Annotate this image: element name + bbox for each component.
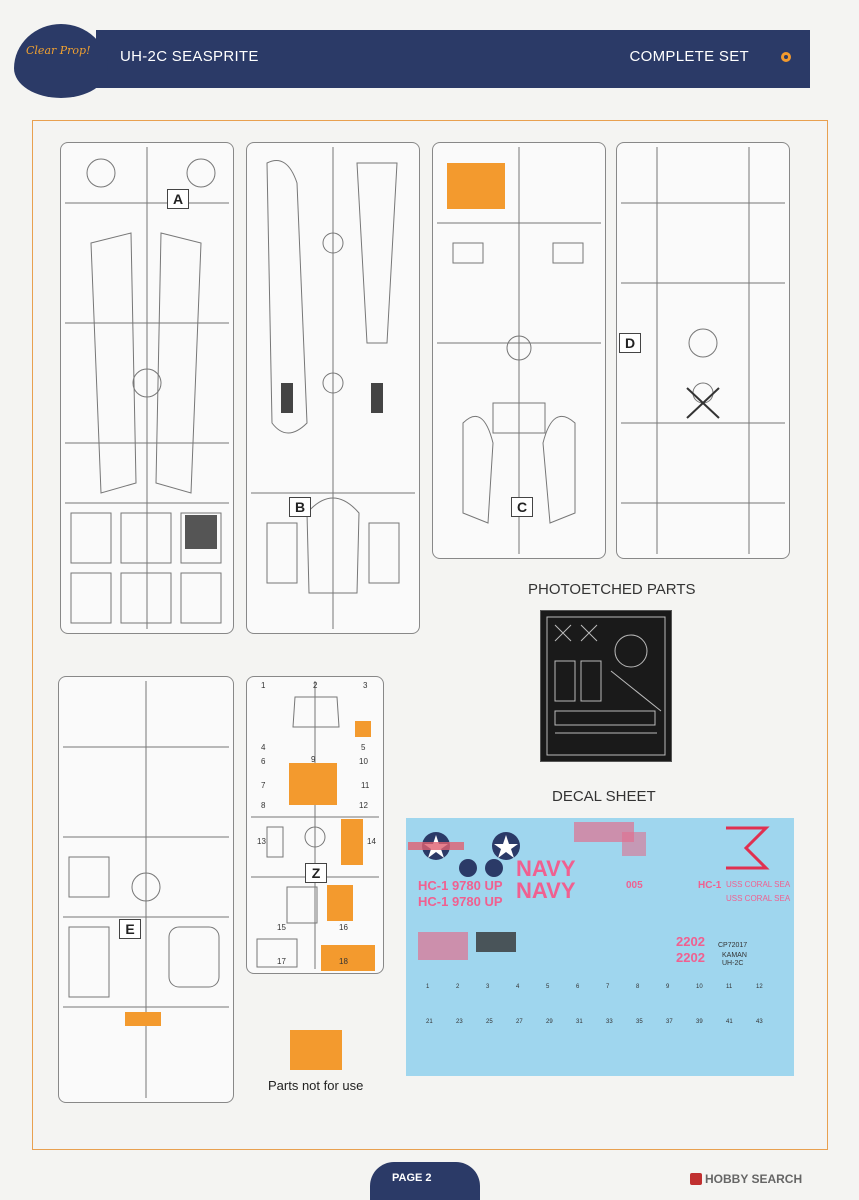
sprue-label-d: D <box>619 333 641 353</box>
page-number: PAGE 2 <box>392 1172 432 1184</box>
decal-ship-1: USS CORAL SEA <box>726 880 791 889</box>
orange-part-z16 <box>327 885 353 921</box>
z-part-number: 7 <box>261 781 266 790</box>
svg-text:7: 7 <box>606 984 610 990</box>
orange-part-z9 <box>289 763 337 805</box>
decal-uh2c: UH-2C <box>722 960 744 967</box>
photoetched-title: PHOTOETCHED PARTS <box>528 581 696 598</box>
sprue-label-c: C <box>511 497 533 517</box>
sprue-e: E <box>58 676 234 1103</box>
z-part-number: 6 <box>261 757 266 766</box>
z-part-number: 16 <box>339 923 348 932</box>
svg-text:41: 41 <box>726 1019 733 1025</box>
z-part-number: 5 <box>361 743 366 752</box>
z-part-number: 4 <box>261 743 266 752</box>
header-bar <box>96 30 810 88</box>
set-label: COMPLETE SET <box>629 48 749 65</box>
z-part-number: 8 <box>261 801 266 810</box>
svg-text:11: 11 <box>726 984 733 990</box>
decal-2202-1: 2202 <box>676 934 705 949</box>
svg-text:29: 29 <box>546 1019 553 1025</box>
page-tab <box>370 1162 480 1200</box>
decal-title: DECAL SHEET <box>552 788 656 805</box>
svg-text:25: 25 <box>486 1019 493 1025</box>
page-title: UH-2C SEASPRITE <box>120 48 259 65</box>
svg-text:27: 27 <box>516 1019 523 1025</box>
orange-part-z5 <box>355 721 371 737</box>
svg-text:37: 37 <box>666 1019 673 1025</box>
sprue-a: A <box>60 142 234 634</box>
decal-005: 005 <box>626 880 643 891</box>
watermark: HOBBY SEARCH <box>705 1172 803 1186</box>
svg-text:1: 1 <box>426 984 430 990</box>
decal-ship-2: USS CORAL SEA <box>726 894 791 903</box>
svg-text:23: 23 <box>456 1019 463 1025</box>
orange-part-z18 <box>321 945 375 971</box>
svg-text:3: 3 <box>486 984 490 990</box>
brand-logo <box>14 24 108 98</box>
svg-text:9: 9 <box>666 984 670 990</box>
sprue-z: Z 1 2 3 4 5 6 7 8 9 10 11 12 13 14 15 16… <box>246 676 384 974</box>
decal-navy-1: NAVY <box>516 856 576 881</box>
svg-text:39: 39 <box>696 1019 703 1025</box>
sprue-label-z: Z <box>305 863 327 883</box>
orange-part-e <box>125 1012 161 1026</box>
not-for-use-label: Parts not for use <box>268 1078 364 1093</box>
sprue-label-b: B <box>289 497 311 517</box>
z-part-number: 15 <box>277 923 286 932</box>
z-part-number: 14 <box>367 837 376 846</box>
sprue-c: C <box>432 142 606 559</box>
watermark-icon <box>690 1173 702 1185</box>
svg-text:4: 4 <box>516 984 520 990</box>
svg-text:6: 6 <box>576 984 580 990</box>
decal-navy-2: NAVY <box>516 878 576 903</box>
z-part-number: 17 <box>277 957 286 966</box>
z-part-number: 10 <box>359 757 368 766</box>
decal-code-2: HC-1 9780 UP <box>418 894 503 909</box>
z-part-number: 11 <box>361 781 370 790</box>
svg-text:2: 2 <box>456 984 460 990</box>
sprue-d: D <box>616 142 790 559</box>
sprue-label-a: A <box>167 189 189 209</box>
decal-hc1: HC-1 <box>698 880 722 891</box>
z-part-number: 12 <box>359 801 368 810</box>
z-part-number: 1 <box>261 681 266 690</box>
logo-text: Clear Prop! <box>26 44 91 57</box>
z-part-number: 9 <box>311 755 316 764</box>
orange-part-z14 <box>341 819 363 865</box>
z-part-number: 18 <box>339 957 348 966</box>
decal-kaman: KAMAN <box>722 952 747 959</box>
content-frame <box>32 120 828 1150</box>
z-part-number: 3 <box>363 681 368 690</box>
svg-text:31: 31 <box>576 1019 583 1025</box>
z-part-number: 2 <box>313 681 318 690</box>
svg-text:43: 43 <box>756 1019 763 1025</box>
not-for-use-swatch <box>290 1030 342 1070</box>
decal-code-1: HC-1 9780 UP <box>418 878 503 893</box>
svg-text:12: 12 <box>756 984 763 990</box>
decal-2202-2: 2202 <box>676 950 705 965</box>
svg-text:21: 21 <box>426 1019 433 1025</box>
svg-text:10: 10 <box>696 984 703 990</box>
svg-text:35: 35 <box>636 1019 643 1025</box>
svg-text:33: 33 <box>606 1019 613 1025</box>
svg-text:5: 5 <box>546 984 550 990</box>
orange-part-c <box>447 163 505 209</box>
sprue-b: B <box>246 142 420 634</box>
decal-cp-code: CP72017 <box>718 942 748 949</box>
sprue-label-e: E <box>119 919 141 939</box>
z-part-number: 13 <box>257 837 266 846</box>
photoetched-fret <box>540 610 672 762</box>
svg-text:8: 8 <box>636 984 640 990</box>
target-icon <box>781 52 791 62</box>
